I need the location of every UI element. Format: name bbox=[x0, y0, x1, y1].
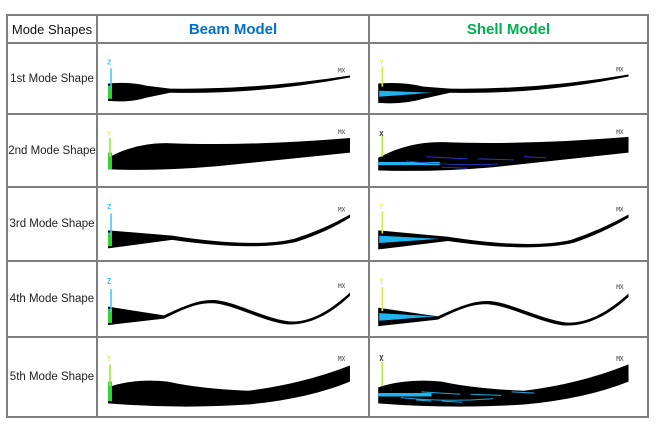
header-row: Mode Shapes Beam Model Shell Model bbox=[6, 14, 649, 44]
beam-mode4-plot-cell: Z MX bbox=[96, 260, 370, 338]
beam-mode3-plot-cell: Z MX bbox=[96, 186, 370, 262]
row-label-2nd-mode: 2nd Mode Shape bbox=[6, 113, 98, 188]
row-label-3rd-mode: 3rd Mode Shape bbox=[6, 186, 98, 262]
triad-axis-label: Y bbox=[107, 129, 112, 138]
mx-label: MX bbox=[338, 355, 345, 364]
shell-mode1-plot-cell: Y MX bbox=[368, 42, 649, 115]
mode-plot: Y MX bbox=[107, 129, 350, 170]
mode-plot: Z MX bbox=[107, 57, 350, 102]
mode-plot: Y MX bbox=[378, 277, 629, 327]
blade-silhouette bbox=[108, 365, 350, 407]
root-accent bbox=[379, 313, 436, 321]
mx-label: MX bbox=[616, 355, 623, 363]
triad-axis-label: Z bbox=[107, 276, 112, 285]
header-mode-shapes: Mode Shapes bbox=[6, 14, 98, 44]
beam-mode1-plot-cell: Z MX bbox=[96, 42, 370, 115]
triad-axis-label: Y bbox=[379, 57, 384, 66]
mx-label: MX bbox=[338, 67, 346, 74]
mode-shapes-comparison-table: Mode Shapes Beam Model Shell Model 1st M… bbox=[6, 14, 649, 418]
blade-silhouette bbox=[378, 364, 629, 407]
table-row: 5th Mode Shape Y MX X MX bbox=[6, 336, 649, 418]
blade-silhouette bbox=[108, 75, 350, 102]
mode-plot: Y MX bbox=[378, 202, 629, 250]
mx-label: MX bbox=[338, 129, 346, 136]
mx-label: MX bbox=[616, 129, 624, 136]
triad-axis-label: Y bbox=[379, 202, 384, 211]
root-accent bbox=[108, 308, 112, 323]
shell-mode2-plot-cell: X MX bbox=[368, 113, 649, 188]
triad-axis-label: Y bbox=[107, 353, 112, 363]
mx-label: MX bbox=[338, 206, 345, 213]
header-shell-model: Shell Model bbox=[368, 14, 649, 44]
mode-plot: Z MX bbox=[107, 276, 350, 326]
root-accent bbox=[108, 152, 112, 170]
mx-label: MX bbox=[338, 283, 345, 290]
triad-axis-label: X bbox=[379, 129, 384, 138]
mesh-lines bbox=[400, 391, 535, 403]
row-label-4th-mode: 4th Mode Shape bbox=[6, 260, 98, 338]
triad-axis-label: X bbox=[379, 354, 384, 363]
blade-silhouette bbox=[108, 214, 350, 249]
root-accent bbox=[108, 381, 112, 402]
table-row: 2nd Mode Shape Y MX X MX bbox=[6, 113, 649, 188]
blade-silhouette bbox=[378, 293, 629, 327]
blade-silhouette bbox=[108, 292, 350, 326]
mode-plot: Z MX bbox=[107, 202, 350, 249]
header-beam-model: Beam Model bbox=[96, 14, 370, 44]
root-accent bbox=[108, 232, 112, 247]
row-label-5th-mode: 5th Mode Shape bbox=[6, 336, 98, 418]
mx-label: MX bbox=[616, 284, 624, 291]
triad-axis-label: Z bbox=[107, 57, 111, 66]
triad-axis-label: Y bbox=[379, 277, 384, 286]
shell-mode5-plot-cell: X MX bbox=[368, 336, 649, 418]
shell-mode4-plot-cell: Y MX bbox=[368, 260, 649, 338]
beam-mode2-plot-cell: Y MX bbox=[96, 113, 370, 188]
comparison-table: Mode Shapes Beam Model Shell Model 1st M… bbox=[6, 14, 649, 418]
blade-silhouette bbox=[378, 136, 629, 171]
table-row: 4th Mode Shape Z MX Y MX bbox=[6, 260, 649, 338]
shell-mode3-plot-cell: Y MX bbox=[368, 186, 649, 262]
root-accent bbox=[378, 393, 432, 397]
blade-silhouette bbox=[378, 214, 629, 250]
root-accent bbox=[379, 90, 432, 97]
mx-label: MX bbox=[616, 206, 624, 213]
beam-mode5-plot-cell: Y MX bbox=[96, 336, 370, 418]
table-row: 3rd Mode Shape Z MX Y MX bbox=[6, 186, 649, 262]
mode-plot: X MX bbox=[378, 354, 629, 407]
blade-silhouette bbox=[378, 74, 629, 104]
mode-plot: Y MX bbox=[378, 57, 629, 104]
blade-silhouette bbox=[108, 137, 350, 170]
row-label-1st-mode: 1st Mode Shape bbox=[6, 42, 98, 115]
root-accent bbox=[108, 85, 112, 99]
mx-label: MX bbox=[616, 66, 624, 73]
triad-axis-label: Z bbox=[107, 202, 112, 211]
root-accent bbox=[379, 235, 440, 244]
mesh-lines bbox=[405, 156, 547, 169]
mode-plot: Y MX bbox=[107, 353, 350, 407]
table-row: 1st Mode Shape Z MX Y MX bbox=[6, 42, 649, 115]
mode-plot: X MX bbox=[378, 129, 629, 171]
